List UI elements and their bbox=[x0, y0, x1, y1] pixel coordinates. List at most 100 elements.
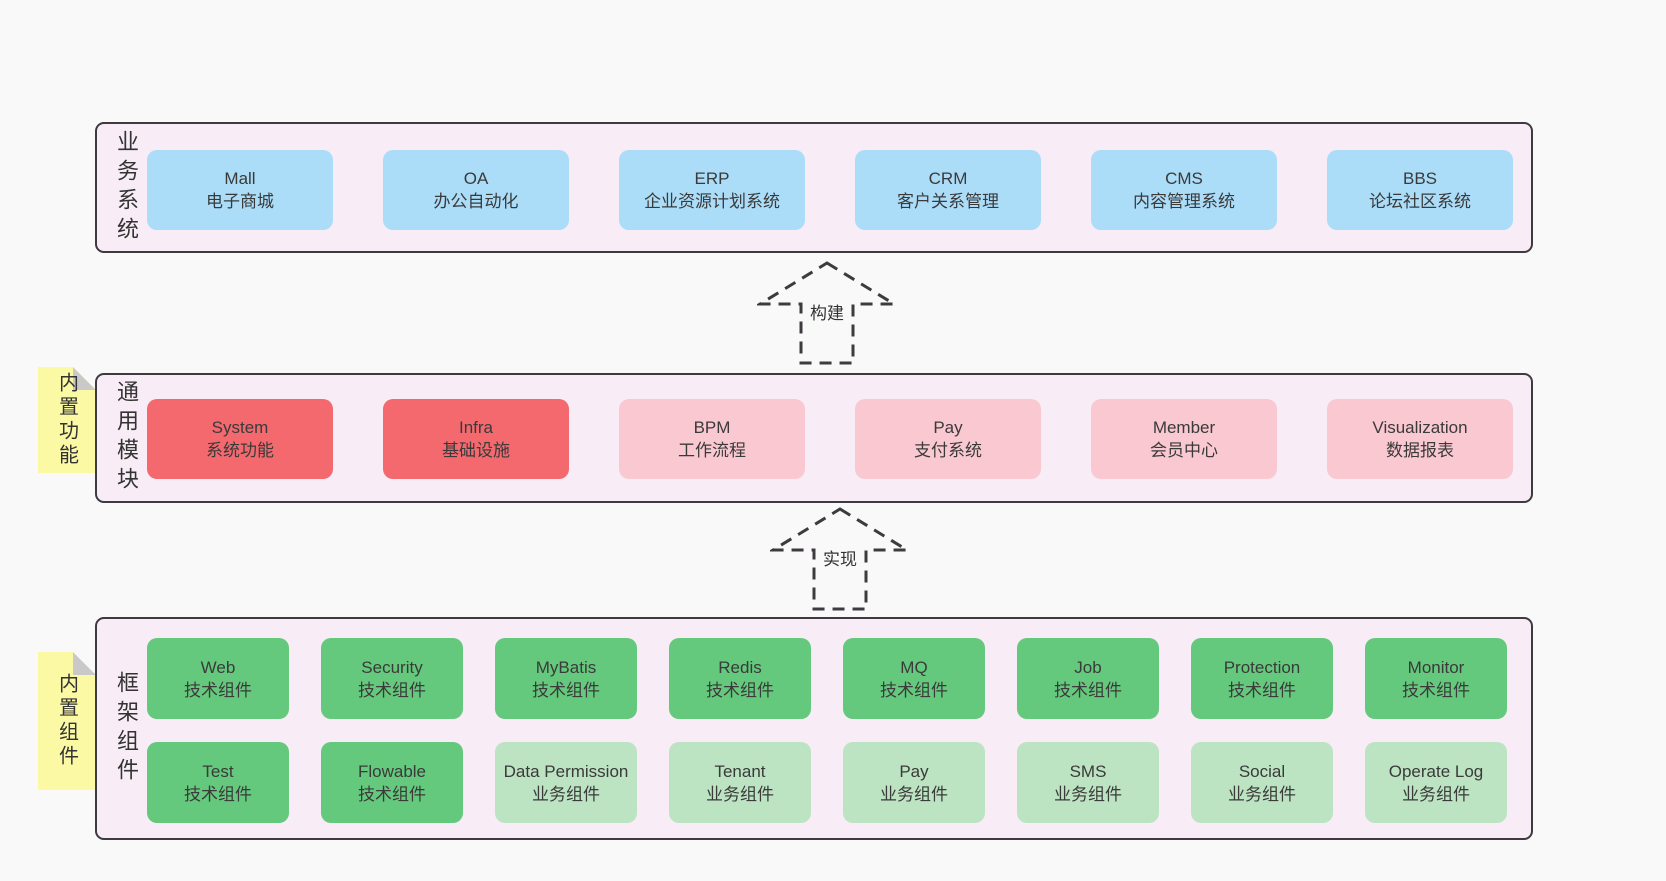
sticky-note-built-in-components: 内置组件 bbox=[38, 652, 96, 790]
component-box-web: Web 技术组件 bbox=[147, 638, 289, 719]
business-box-erp: ERP 企业资源计划系统 bbox=[619, 150, 805, 230]
business-box-oa: OA 办公自动化 bbox=[383, 150, 569, 230]
business-box-mall: Mall 电子商城 bbox=[147, 150, 333, 230]
component-box-security: Security 技术组件 bbox=[321, 638, 463, 719]
box-subtitle: 论坛社区系统 bbox=[1369, 192, 1471, 211]
box-title: MQ bbox=[900, 657, 928, 677]
component-box-mq: MQ 技术组件 bbox=[843, 638, 985, 719]
box-subtitle: 系统功能 bbox=[206, 441, 274, 460]
box-subtitle: 技术组件 bbox=[358, 680, 426, 700]
box-title: Test bbox=[202, 761, 234, 781]
box-subtitle: 技术组件 bbox=[532, 680, 600, 700]
box-subtitle: 客户关系管理 bbox=[897, 192, 999, 211]
box-subtitle: 基础设施 bbox=[442, 441, 510, 460]
box-subtitle: 业务组件 bbox=[1228, 784, 1296, 804]
box-title: Job bbox=[1074, 657, 1102, 677]
component-box-redis: Redis 技术组件 bbox=[669, 638, 811, 719]
module-box-pay: Pay 支付系统 bbox=[855, 399, 1041, 479]
business-box-bbs: BBS 论坛社区系统 bbox=[1327, 150, 1513, 230]
component-box-job: Job 技术组件 bbox=[1017, 638, 1159, 719]
box-title: Data Permission bbox=[503, 761, 629, 781]
framework-components-row2: Test 技术组件 Flowable 技术组件 Data Permission … bbox=[147, 742, 1507, 823]
box-subtitle: 业务组件 bbox=[706, 784, 774, 804]
component-box-data-permission: Data Permission 业务组件 bbox=[495, 742, 637, 823]
box-subtitle: 工作流程 bbox=[678, 441, 746, 460]
component-box-operate-log: Operate Log 业务组件 bbox=[1365, 742, 1507, 823]
box-title: Flowable bbox=[357, 761, 427, 781]
box-title: ERP bbox=[694, 169, 730, 188]
module-box-member: Member 会员中心 bbox=[1091, 399, 1277, 479]
box-subtitle: 技术组件 bbox=[1402, 680, 1470, 700]
component-box-pay: Pay 业务组件 bbox=[843, 742, 985, 823]
box-title: Protection bbox=[1223, 657, 1301, 677]
box-title: CMS bbox=[1165, 169, 1203, 188]
framework-components-side-label: 框架组件 bbox=[114, 670, 139, 787]
box-title: MyBatis bbox=[535, 657, 597, 677]
box-subtitle: 业务组件 bbox=[1054, 784, 1122, 804]
box-title: Social bbox=[1238, 761, 1286, 781]
folded-corner-icon bbox=[73, 652, 96, 675]
component-box-flowable: Flowable 技术组件 bbox=[321, 742, 463, 823]
common-modules-row: System 系统功能 Infra 基础设施 BPM 工作流程 Pay 支付系统… bbox=[147, 399, 1513, 479]
box-title: Infra bbox=[458, 418, 494, 437]
box-subtitle: 业务组件 bbox=[1402, 784, 1470, 804]
module-box-visualization: Visualization 数据报表 bbox=[1327, 399, 1513, 479]
business-systems-panel: 业务系统 Mall 电子商城 OA 办公自动化 ERP 企业资源计划系统 CRM… bbox=[95, 122, 1533, 253]
box-subtitle: 技术组件 bbox=[706, 680, 774, 700]
box-title: Pay bbox=[899, 761, 929, 781]
implement-arrow-label: 实现 bbox=[818, 544, 862, 571]
box-subtitle: 技术组件 bbox=[880, 680, 948, 700]
sticky-note-label: 内置功能 bbox=[55, 372, 78, 468]
business-box-cms: CMS 内容管理系统 bbox=[1091, 150, 1277, 230]
module-box-bpm: BPM 工作流程 bbox=[619, 399, 805, 479]
box-title: Web bbox=[200, 657, 236, 677]
build-arrow-label: 构建 bbox=[805, 298, 849, 325]
component-box-sms: SMS 业务组件 bbox=[1017, 742, 1159, 823]
sticky-note-built-in-features: 内置功能 bbox=[38, 367, 96, 473]
module-box-infra: Infra 基础设施 bbox=[383, 399, 569, 479]
box-subtitle: 内容管理系统 bbox=[1133, 192, 1235, 211]
box-title: SMS bbox=[1069, 761, 1107, 781]
framework-components-row1: Web 技术组件 Security 技术组件 MyBatis 技术组件 Redi… bbox=[147, 638, 1507, 719]
component-box-test: Test 技术组件 bbox=[147, 742, 289, 823]
box-subtitle: 技术组件 bbox=[184, 680, 252, 700]
box-title: Member bbox=[1152, 418, 1216, 437]
common-modules-side-label: 通用模块 bbox=[114, 380, 139, 496]
box-title: BPM bbox=[693, 418, 731, 437]
box-subtitle: 业务组件 bbox=[532, 784, 600, 804]
box-subtitle: 技术组件 bbox=[1054, 680, 1122, 700]
component-box-social: Social 业务组件 bbox=[1191, 742, 1333, 823]
box-title: OA bbox=[463, 169, 489, 188]
business-systems-side-label: 业务系统 bbox=[114, 129, 139, 246]
box-subtitle: 企业资源计划系统 bbox=[644, 192, 780, 211]
implement-arrow: 实现 bbox=[770, 506, 910, 612]
module-box-system: System 系统功能 bbox=[147, 399, 333, 479]
box-subtitle: 技术组件 bbox=[358, 784, 426, 804]
box-subtitle: 业务组件 bbox=[880, 784, 948, 804]
box-title: System bbox=[211, 418, 269, 437]
box-subtitle: 技术组件 bbox=[184, 784, 252, 804]
folded-corner-icon bbox=[73, 367, 96, 390]
box-subtitle: 技术组件 bbox=[1228, 680, 1296, 700]
component-box-mybatis: MyBatis 技术组件 bbox=[495, 638, 637, 719]
box-title: Tenant bbox=[714, 761, 766, 781]
sticky-note-label: 内置组件 bbox=[55, 673, 78, 769]
component-box-monitor: Monitor 技术组件 bbox=[1365, 638, 1507, 719]
box-subtitle: 数据报表 bbox=[1386, 441, 1454, 460]
box-title: Redis bbox=[718, 657, 762, 677]
framework-components-panel: 框架组件 Web 技术组件 Security 技术组件 MyBatis 技术组件… bbox=[95, 617, 1533, 840]
common-modules-panel: 通用模块 System 系统功能 Infra 基础设施 BPM 工作流程 Pay… bbox=[95, 373, 1533, 503]
component-box-protection: Protection 技术组件 bbox=[1191, 638, 1333, 719]
business-systems-row: Mall 电子商城 OA 办公自动化 ERP 企业资源计划系统 CRM 客户关系… bbox=[147, 150, 1513, 230]
box-subtitle: 电子商城 bbox=[206, 192, 274, 211]
box-title: Visualization bbox=[1372, 418, 1468, 437]
box-title: BBS bbox=[1402, 169, 1438, 188]
business-box-crm: CRM 客户关系管理 bbox=[855, 150, 1041, 230]
box-subtitle: 支付系统 bbox=[914, 441, 982, 460]
box-subtitle: 会员中心 bbox=[1150, 441, 1218, 460]
box-title: Monitor bbox=[1407, 657, 1465, 677]
box-title: Pay bbox=[933, 418, 963, 437]
build-arrow: 构建 bbox=[757, 260, 897, 366]
box-title: CRM bbox=[928, 169, 968, 188]
box-title: Security bbox=[361, 657, 423, 677]
